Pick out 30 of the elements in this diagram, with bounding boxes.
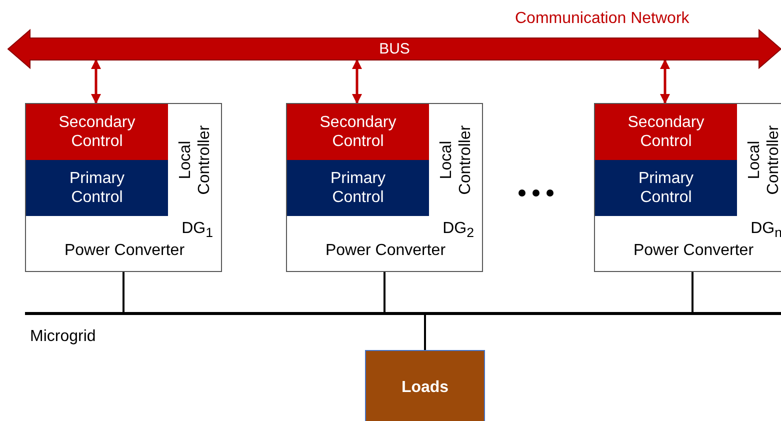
double-arrow	[91, 59, 101, 104]
double-arrow	[660, 59, 670, 104]
secondary-control-block: Secondary Control	[595, 104, 737, 160]
power-converter-label: Power Converter	[324, 242, 447, 260]
microgrid-label: Microgrid	[30, 328, 96, 346]
primary-control-block: Primary Control	[595, 160, 737, 216]
bus-label: BUS	[379, 40, 410, 58]
dg-label: DG$_{1}$	[182, 220, 213, 240]
dg-unit-box	[286, 103, 483, 272]
double-arrow	[352, 59, 362, 104]
network-title: Communication Network	[515, 10, 690, 28]
power-converter-label: Power Converter	[63, 242, 186, 260]
dg-label: DG$_{2}$	[442, 220, 474, 240]
connection-line	[692, 272, 694, 312]
local-controller-label: Local Controller	[745, 124, 781, 197]
dg-label: DG$_{n}$	[750, 220, 781, 240]
primary-control-block: Primary Control	[26, 160, 168, 216]
secondary-control-block: Secondary Control	[26, 104, 168, 160]
local-controller-label: Local Controller	[176, 124, 214, 197]
local-controller-label: Local Controller	[437, 124, 475, 197]
dg-unit-box	[25, 103, 222, 272]
primary-control-block: Primary Control	[287, 160, 429, 216]
loads-box: Loads	[365, 350, 485, 421]
power-converter-label: Power Converter	[632, 242, 755, 260]
dg-unit-box	[594, 103, 781, 272]
connection-line	[424, 315, 426, 350]
connection-line	[122, 272, 124, 312]
secondary-control-block: Secondary Control	[287, 104, 429, 160]
connection-line	[384, 272, 386, 312]
microgrid-bus-line	[25, 312, 781, 315]
